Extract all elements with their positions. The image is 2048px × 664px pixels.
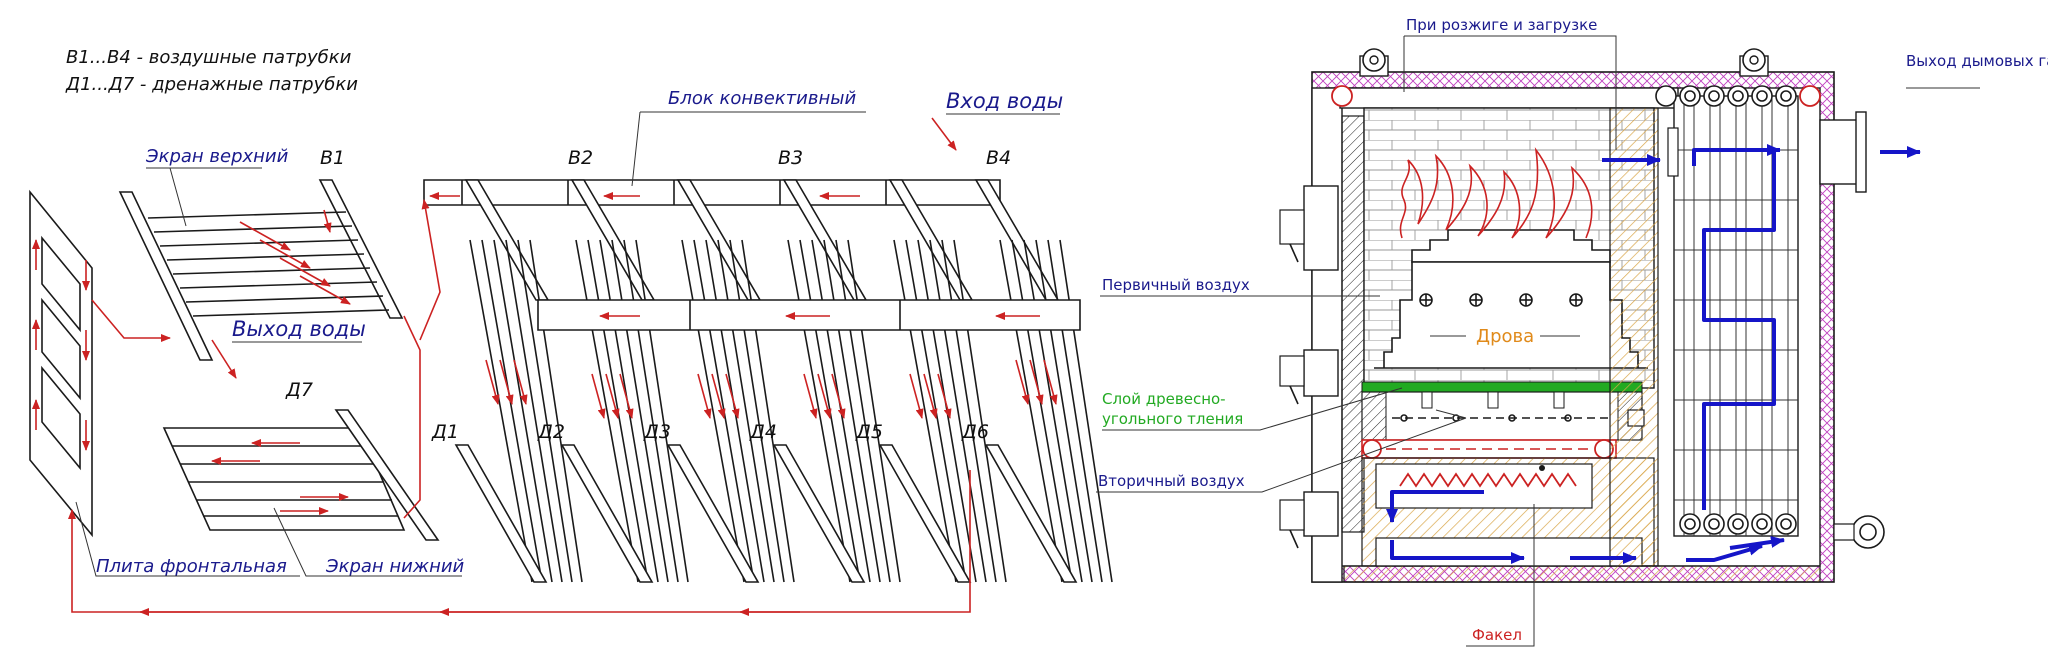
port-label-d5: Д5 — [855, 421, 883, 443]
label-torch: Факел — [1472, 626, 1522, 644]
gas-path-main — [1692, 148, 1776, 510]
label-flue-gas-outlet: Выход дымовых газов — [1906, 52, 2048, 70]
upper-door — [1303, 185, 1339, 271]
label-water-outlet: Выход воды — [232, 317, 366, 341]
port-label-d3: Д3 — [643, 421, 671, 443]
tube-section-1 — [454, 179, 583, 583]
tube-section-4 — [772, 179, 901, 583]
fan — [1851, 515, 1885, 549]
ash-door — [1303, 491, 1339, 537]
port-label-b1: В1 — [320, 147, 345, 169]
legend-air-ports: В1...В4 - воздушные патрубки — [66, 47, 352, 68]
upper-screen — [118, 179, 404, 361]
label-water-inlet: Вход воды — [946, 89, 1063, 113]
tube-ends-top — [1655, 85, 1821, 107]
convective-block — [423, 179, 1113, 583]
port-label-b2: В2 — [568, 147, 593, 169]
tube-ends-bottom — [1679, 513, 1797, 535]
label-lower-screen: Экран нижний — [325, 556, 465, 577]
port-label-d6: Д6 — [961, 421, 989, 443]
charcoal-layer — [1361, 381, 1643, 393]
front-plate — [29, 189, 93, 538]
tube-section-6 — [974, 179, 1113, 583]
label-charcoal-layer-1: Слой древесно- — [1102, 390, 1226, 408]
label-front-plate: Плита фронтальная — [96, 556, 287, 577]
tube-section-5 — [878, 179, 1007, 583]
label-upper-screen: Экран верхний — [145, 146, 289, 167]
port-label-d7: Д7 — [285, 379, 313, 401]
label-primary-air: Первичный воздух — [1102, 276, 1250, 294]
label-ignition-loading: При розжиге и загрузке — [1406, 16, 1597, 34]
port-label-d2: Д2 — [537, 421, 565, 443]
label-charcoal-layer-2: угольного тления — [1102, 410, 1243, 428]
flue-outlet — [1819, 119, 1859, 185]
lower-screen — [162, 409, 440, 541]
flame-outline — [1399, 147, 1593, 239]
left-labels: Блок конвективный Вход воды Экран верхни… — [75, 88, 1063, 577]
water-circuit-lines — [68, 117, 971, 616]
port-label-b4: В4 — [986, 147, 1011, 169]
port-label-d4: Д4 — [749, 421, 777, 443]
tube-section-2 — [560, 179, 689, 583]
boiler-section — [1279, 48, 1921, 583]
label-secondary-air: Вторичный воздух — [1098, 472, 1245, 490]
port-label-d1: Д1 — [431, 421, 459, 443]
label-firewood: Дрова — [1476, 326, 1534, 347]
port-label-b3: В3 — [778, 147, 803, 169]
label-convective-block: Блок конвективный — [668, 88, 856, 109]
torch-zigzag — [1399, 472, 1577, 488]
right-labels: При розжиге и загрузке Выход дымовых газ… — [1096, 16, 2048, 647]
legend-drain-ports: Д1...Д7 - дренажные патрубки — [65, 74, 358, 95]
tube-section-3 — [666, 179, 795, 583]
primary-air-nozzles — [1419, 293, 1583, 307]
port-labels: В1 В2 В3 В4 Д1 Д2 Д3 Д4 Д5 Д6 Д7 — [285, 147, 1011, 443]
middle-door — [1303, 349, 1339, 397]
